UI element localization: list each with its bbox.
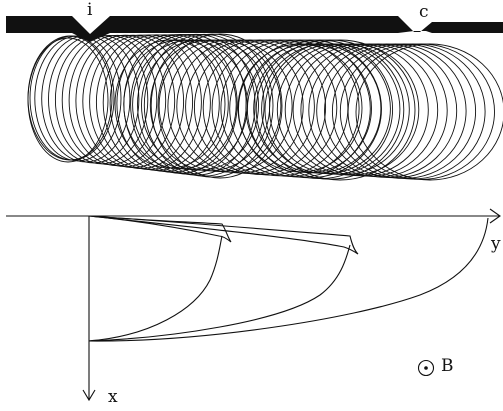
y-axis-label: y [491,234,501,254]
slit-label-i: i [87,0,93,20]
b-field-symbol [417,359,435,377]
y-axis-arrow [489,208,501,224]
trajectory-curve-2 [88,215,359,255]
orbit-circle-7 [75,34,176,168]
trajectory-curve-base [88,339,107,342]
trajectory-curves [88,215,489,342]
orbit-circle-55 [29,35,115,161]
orbit-circle-19 [157,33,283,179]
top-plate [6,16,503,42]
orbit-circles [27,33,503,181]
orbit-circle-5 [61,35,158,166]
trajectory-curve-2b [88,244,351,342]
x-axis-arrow [82,389,96,402]
trajectory-curve-3 [88,217,489,342]
orbit-circle-42 [269,43,401,175]
x-axis-label: x [108,387,118,407]
trajectory-curve-1b [88,235,223,342]
trajectory-curve-1 [88,215,232,243]
magnetic-field-label: B [441,356,454,376]
slit-label-c: c [419,2,429,22]
orbit-circle-43 [276,43,410,176]
orbit-circle-54 [27,37,109,163]
orbit-circle-37 [264,39,416,181]
axes [6,208,501,402]
orbit-circle-53 [355,43,503,181]
